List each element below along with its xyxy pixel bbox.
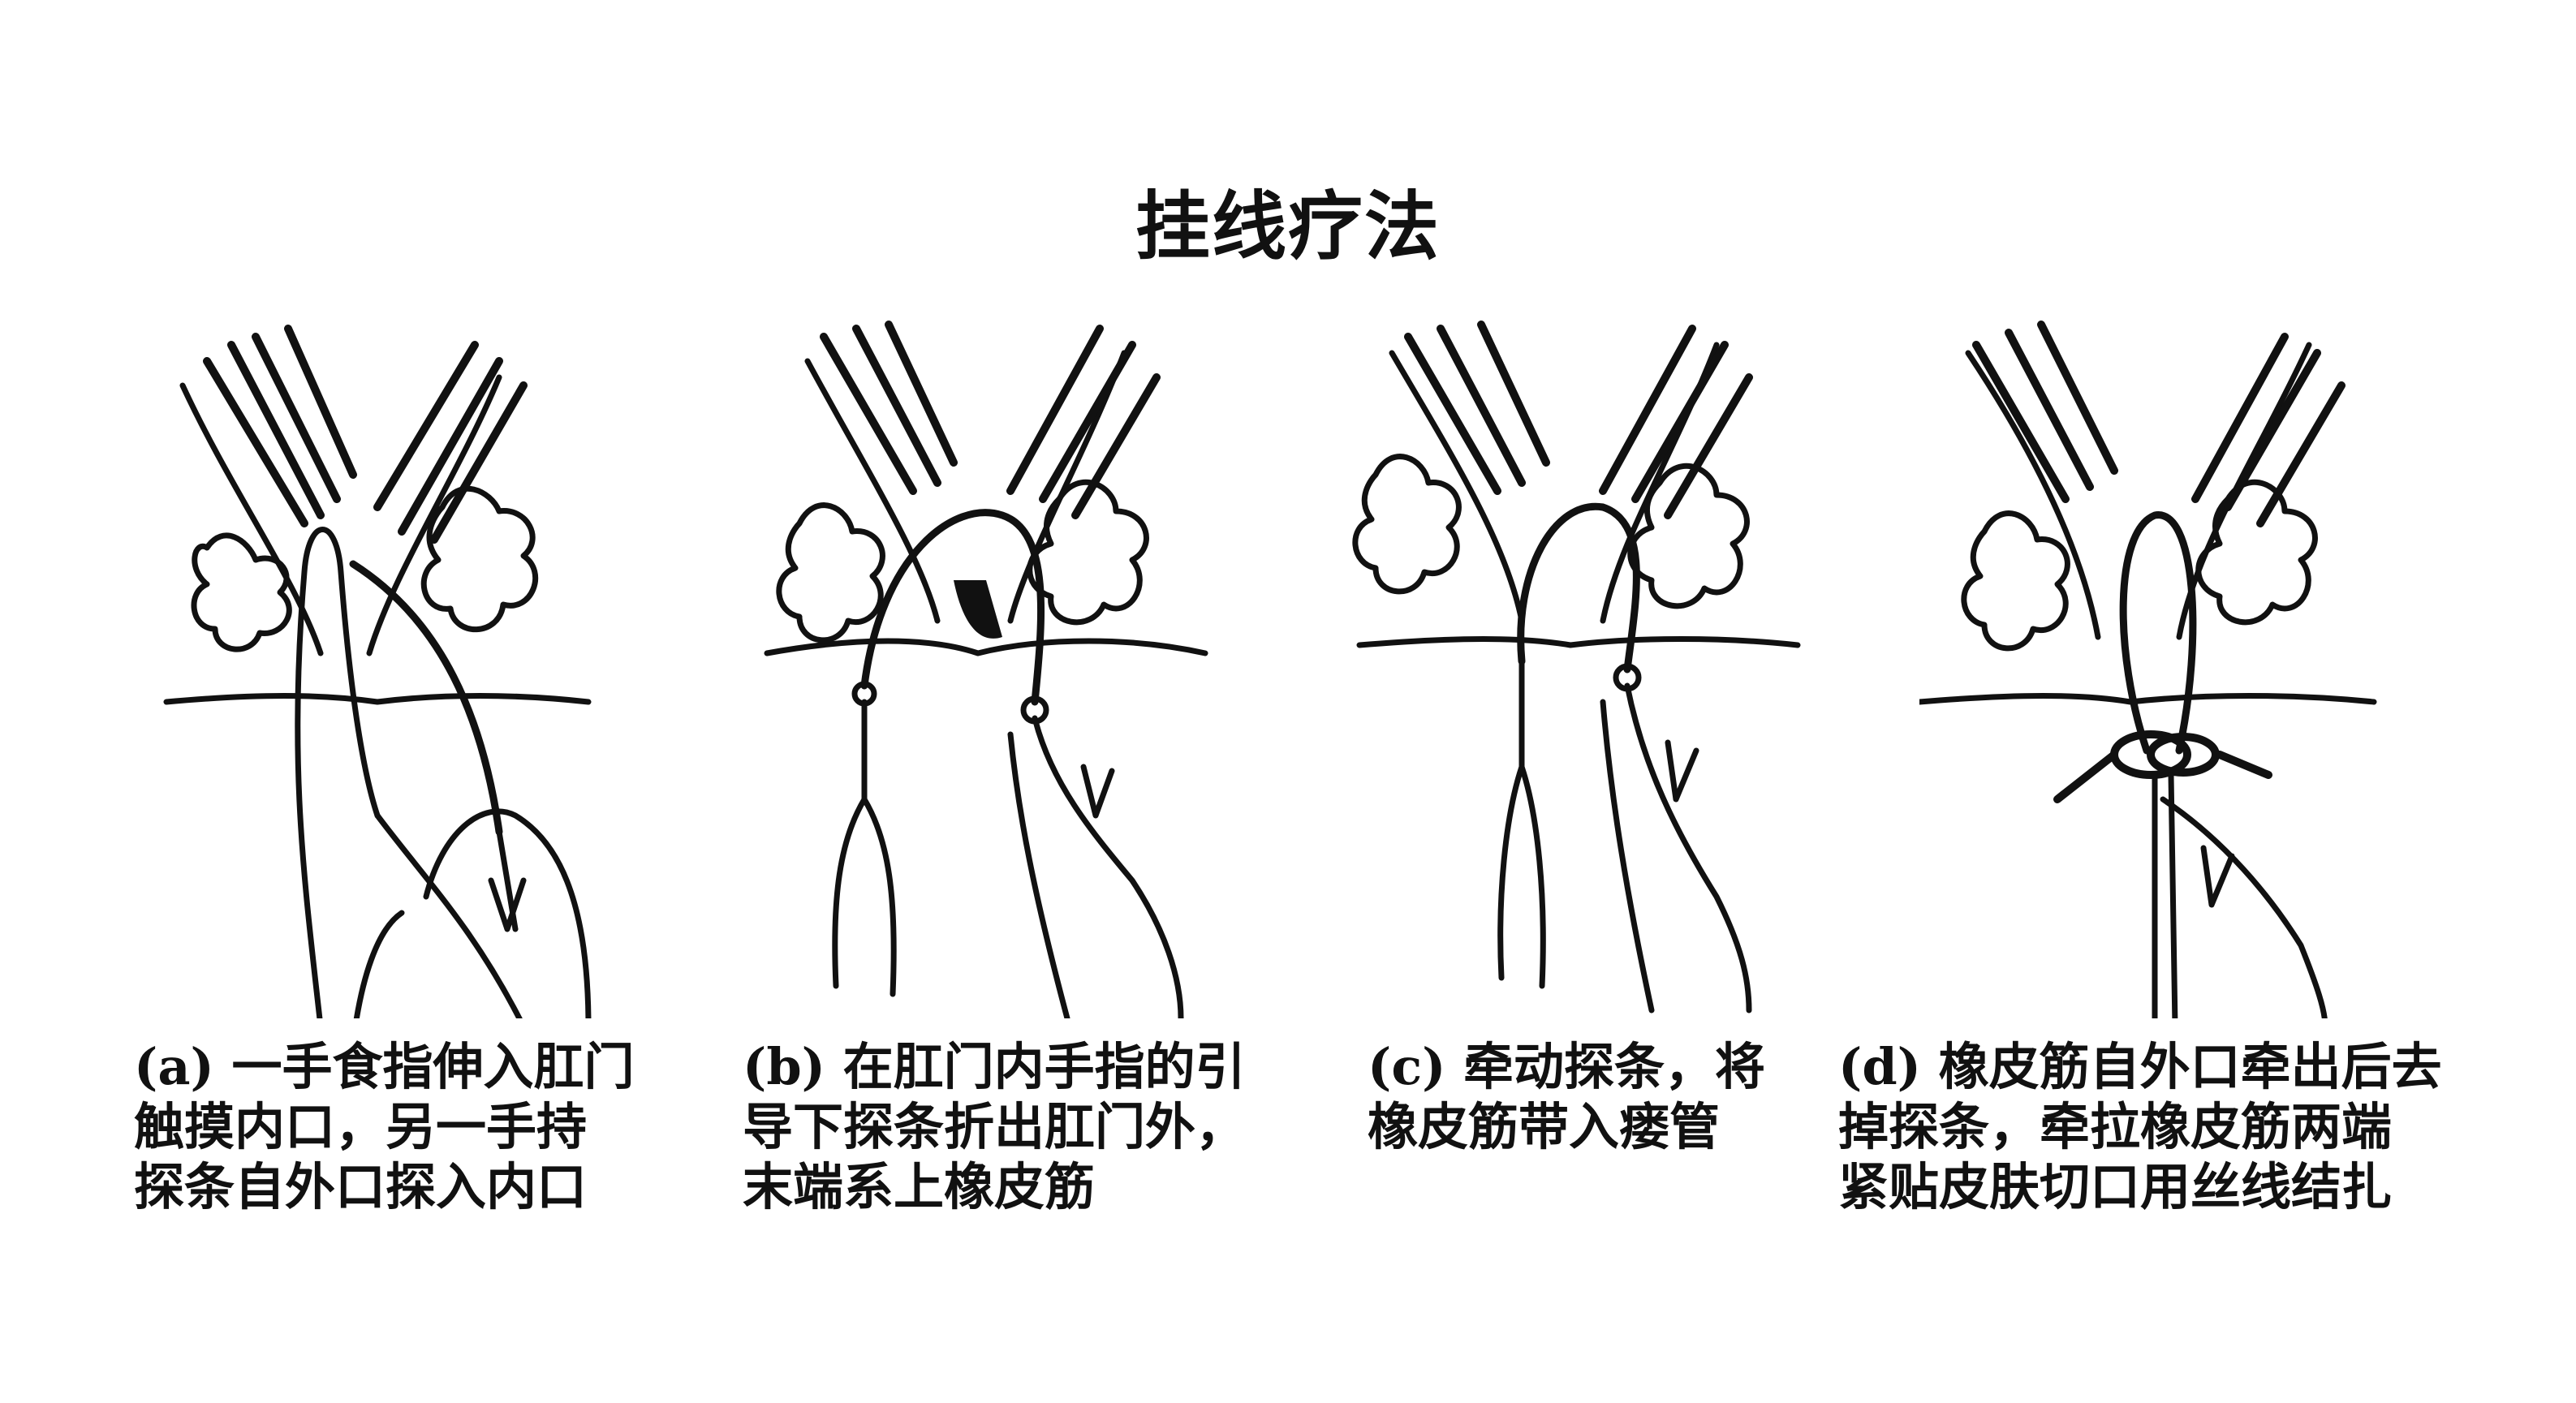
illustration-b (743, 312, 1327, 1018)
caption-a-line-2: 触摸内口，另一手持 (134, 1097, 588, 1156)
illustration-b-drawing (764, 321, 1208, 1018)
illustration-d-drawing (1919, 321, 2377, 1018)
illustration-d (1919, 312, 2504, 1018)
illustration-a-drawing (163, 325, 592, 1018)
page-title: 挂线疗法 (1135, 183, 1441, 270)
illustration-a (134, 312, 718, 1018)
illustration-c-drawing (1352, 321, 1801, 1014)
caption-b-line-3: 末端系上橡皮筋 (743, 1157, 1096, 1216)
caption-d-line-3: 紧贴皮肤切口用丝线结扎 (1838, 1157, 2393, 1216)
caption-a: (a) 一手食指伸入肛门 触摸内口，另一手持 探条自外口探入内口 (134, 1037, 767, 1217)
caption-b: (b) 在肛门内手指的引 导下探条折出肛门外， 末端系上橡皮筋 (743, 1037, 1376, 1217)
caption-c-line-2: 橡皮筋带入瘘管 (1368, 1097, 1721, 1156)
caption-d-line-1: (d) 橡皮筋自外口牵出后去 (1838, 1037, 2442, 1096)
caption-d: (d) 橡皮筋自外口牵出后去 掉探条，牵拉橡皮筋两端 紧贴皮肤切口用丝线结扎 (1838, 1037, 2471, 1217)
caption-d-line-2: 掉探条，牵拉橡皮筋两端 (1838, 1097, 2393, 1156)
caption-b-line-2: 导下探条折出肛门外， (743, 1097, 1247, 1156)
illustration-c (1343, 312, 1928, 1018)
caption-c-line-1: (c) 牵动探条，将 (1368, 1037, 1766, 1096)
caption-c: (c) 牵动探条，将 橡皮筋带入瘘管 (1368, 1037, 2001, 1157)
caption-b-line-1: (b) 在肛门内手指的引 (743, 1037, 1246, 1096)
caption-a-line-3: 探条自外口探入内口 (134, 1157, 588, 1216)
caption-a-line-1: (a) 一手食指伸入肛门 (134, 1037, 635, 1096)
